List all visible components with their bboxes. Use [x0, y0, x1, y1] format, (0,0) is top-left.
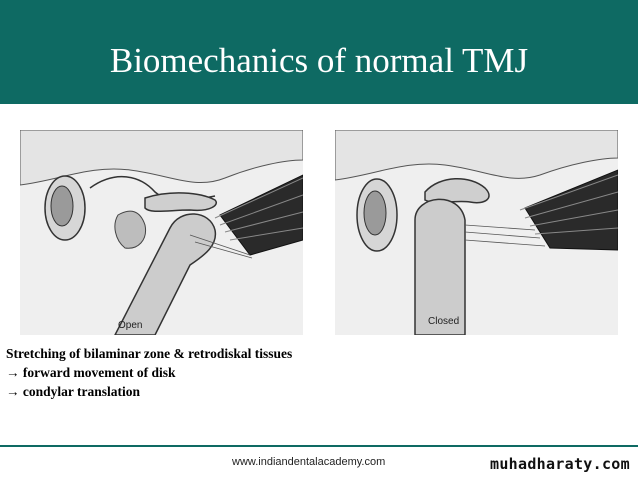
footer-url[interactable]: www.indiandentalacademy.com [232, 456, 386, 468]
tmj-open-drawing [19, 129, 304, 336]
closed-caption: Closed [428, 316, 460, 327]
tmj-closed-drawing [334, 129, 619, 336]
brand-logo: muhadharaty.com [490, 455, 630, 473]
bullet-line: Stretching of bilaminar zone & retrodisk… [6, 346, 293, 361]
footer-divider [0, 445, 638, 447]
tmj-closed-illustration: Closed [334, 129, 619, 336]
open-caption: Open [118, 320, 143, 331]
bullet-line: → forward movement of disk [6, 365, 176, 380]
bullet-list: Stretching of bilaminar zone & retrodisk… [6, 344, 366, 401]
tmj-open-illustration: Open [19, 129, 304, 336]
bullet-line: → condylar translation [6, 384, 141, 399]
title-bar [0, 0, 638, 104]
slide-title: Biomechanics of normal TMJ [109, 41, 529, 80]
title-divider [0, 104, 638, 107]
